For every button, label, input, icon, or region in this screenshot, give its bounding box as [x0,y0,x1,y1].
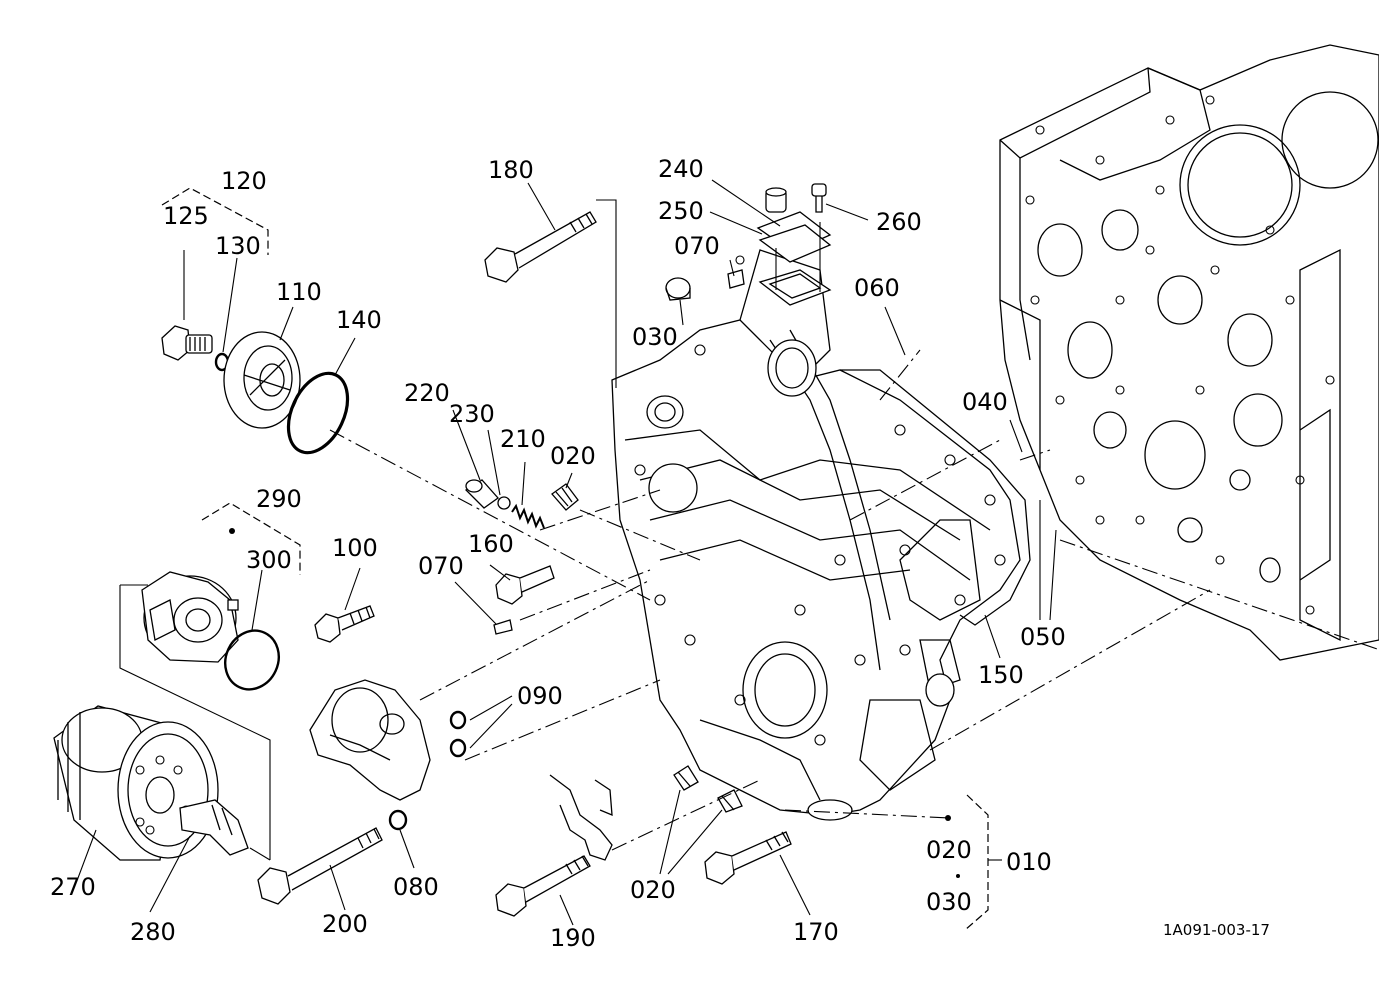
label-030-bracket: 030 [926,888,972,916]
bolt-100 [314,605,375,643]
block-bolt-holes [1025,95,1335,615]
part-labels: 120 125 130 110 140 180 240 250 260 070 … [50,155,1270,952]
label-060: 060 [854,274,900,302]
marker-dot-030 [956,874,960,878]
label-140: 140 [336,306,382,334]
label-125: 125 [163,202,209,230]
bracket-010 [964,794,1002,931]
reference-code: 1A091-003-17 [1163,921,1270,939]
washer-080 [388,809,408,831]
cover-110 [223,331,301,429]
filter-head [309,679,431,801]
label-020-upper: 020 [550,442,596,470]
label-200: 200 [322,910,368,938]
bracket-120 [161,187,269,255]
cylinder-block [999,44,1379,661]
bolt-125 [161,325,213,361]
bolt-160 [495,565,555,605]
label-leaders [77,179,1057,926]
bolt-180 [484,211,597,283]
label-190: 190 [550,924,596,952]
spring-210 [511,503,545,529]
bracket-290 [201,502,301,575]
label-070-top: 070 [674,232,720,260]
pin-070-mid [493,619,513,635]
filter-270 [53,705,219,861]
label-040: 040 [962,388,1008,416]
label-010: 010 [1006,848,1052,876]
label-180: 180 [488,156,534,184]
bolt-200 [257,827,383,905]
plug-020-upper [551,483,579,511]
label-290: 290 [256,485,302,513]
label-260: 260 [876,208,922,236]
label-170: 170 [793,918,839,946]
bolt-190 [495,855,591,917]
cooler-290 [141,571,239,663]
label-030: 030 [632,323,678,351]
tab-bracket [549,774,613,861]
gear-case [611,249,1021,821]
orings-090 [449,710,467,758]
bolt-260 [811,183,827,213]
oring-140 [286,371,350,455]
valve-220 [464,479,499,509]
label-220: 220 [404,379,450,407]
label-100: 100 [332,534,378,562]
nipple-280 [179,799,249,856]
label-110: 110 [276,278,322,306]
label-210: 210 [500,425,546,453]
pin-070-top [727,269,745,289]
label-080: 080 [393,873,439,901]
label-160: 160 [468,530,514,558]
label-050: 050 [1020,623,1066,651]
label-240: 240 [658,155,704,183]
label-090: 090 [517,682,563,710]
label-270: 270 [50,873,96,901]
label-280: 280 [130,918,176,946]
ball-230 [497,496,511,510]
label-230: 230 [449,400,495,428]
label-020-bracket: 020 [926,836,972,864]
label-300: 300 [246,546,292,574]
leader-lines [119,199,1379,861]
plugs-020-lower [673,765,743,813]
bolt-170 [704,831,792,885]
marker-dot-020 [945,815,951,821]
label-020-plugs: 020 [630,876,676,904]
label-120: 120 [221,167,267,195]
label-250: 250 [658,197,704,225]
oring-300 [224,629,280,691]
plug-030 [665,277,691,301]
gasket-150 [840,369,1031,626]
label-130: 130 [215,232,261,260]
marker-dot-290 [229,528,235,534]
label-070-mid: 070 [418,552,464,580]
flange-assembly [756,183,832,306]
label-150: 150 [978,661,1024,689]
